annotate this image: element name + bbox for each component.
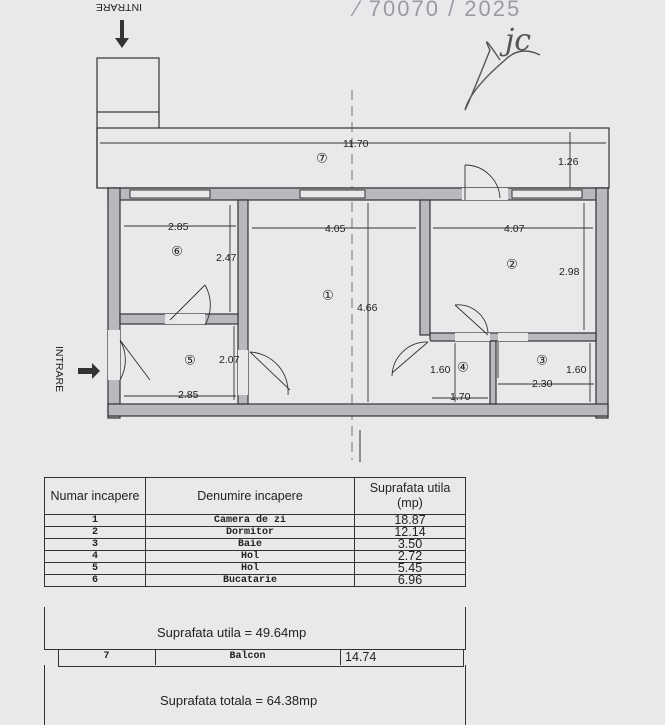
balcony-num: 7 bbox=[103, 651, 110, 662]
row-area: 3.50 bbox=[354, 538, 466, 551]
table-row: 6 Bucatarie 6.96 bbox=[44, 574, 466, 587]
table-row: 2 Dormitor 12.14 bbox=[44, 526, 466, 539]
row-num: 4 bbox=[44, 550, 146, 563]
balcony-outline bbox=[96, 127, 610, 189]
dim-r3-depth: 1.60 bbox=[566, 364, 587, 376]
dim-r6-depth: 2.47 bbox=[216, 252, 237, 264]
table-row: 4 Hol 2.72 bbox=[44, 550, 466, 563]
area-table: Numar incapere Denumire incapere Suprafa… bbox=[44, 477, 466, 587]
row-name: Camera de zi bbox=[145, 514, 355, 527]
signature: jc bbox=[499, 23, 531, 58]
room-number-4: ④ bbox=[457, 360, 469, 375]
row-name: Bucatarie bbox=[145, 574, 355, 587]
row-name: Hol bbox=[145, 562, 355, 575]
dim-r3-width: 2.30 bbox=[532, 378, 553, 390]
row-name: Dormitor bbox=[145, 526, 355, 539]
dim-r4-depth: 1.60 bbox=[430, 364, 451, 376]
dim-r5-depth: 2.07 bbox=[219, 354, 240, 366]
room-number-3: ③ bbox=[536, 353, 548, 368]
signature-stroke bbox=[464, 41, 541, 111]
balcony-area: 14.74 bbox=[345, 650, 377, 664]
dim-total-width: 11.70 bbox=[343, 138, 369, 150]
header-room-area: Suprafata utila (mp) bbox=[354, 477, 466, 515]
floor-plan: ⁄ 70070 / 2025 jc INTRARE INTRARE 11.70 … bbox=[53, 0, 610, 462]
row-area: 18.87 bbox=[354, 514, 466, 527]
room-number-1: ① bbox=[322, 288, 334, 303]
dim-r5-width: 2.85 bbox=[178, 389, 199, 401]
room-number-7: ⑦ bbox=[316, 151, 328, 166]
row-name: Hol bbox=[145, 550, 355, 563]
row-num: 5 bbox=[44, 562, 146, 575]
dim-r4-width: 1.70 bbox=[450, 391, 471, 403]
dim-r1-depth: 4.66 bbox=[357, 302, 378, 314]
header-room-number: Numar incapere bbox=[44, 477, 146, 515]
stair-box bbox=[96, 57, 160, 113]
row-area: 5.45 bbox=[354, 562, 466, 575]
table-row: 5 Hol 5.45 bbox=[44, 562, 466, 575]
entrance-arrow-left-icon bbox=[78, 363, 100, 379]
registration-stamp: ⁄ 70070 / 2025 bbox=[350, 0, 521, 21]
entrance-arrow-top-icon bbox=[115, 20, 129, 48]
row-num: 2 bbox=[44, 526, 146, 539]
dim-r1-width: 4.05 bbox=[325, 223, 346, 235]
dim-r2-depth: 2.98 bbox=[559, 266, 580, 278]
balcony-name: Balcon bbox=[229, 651, 266, 662]
row-num: 3 bbox=[44, 538, 146, 551]
room-number-2: ② bbox=[506, 257, 518, 272]
dim-balcony-depth: 1.26 bbox=[558, 156, 579, 168]
header-room-name: Denumire incapere bbox=[145, 477, 355, 515]
dim-r6-width: 2.85 bbox=[168, 221, 189, 233]
room-number-6: ⑥ bbox=[171, 244, 183, 259]
row-area: 6.96 bbox=[354, 574, 466, 587]
balcony-row bbox=[58, 649, 464, 667]
grand-total-box bbox=[44, 665, 466, 725]
grand-total: Suprafata totala = 64.38mp bbox=[160, 693, 318, 708]
row-num: 6 bbox=[44, 574, 146, 587]
entrance-label-top: INTRARE bbox=[96, 1, 142, 13]
useful-total: Suprafata utila = 49.64mp bbox=[157, 625, 307, 640]
row-name: Baie bbox=[145, 538, 355, 551]
room-number-5: ⑤ bbox=[184, 353, 196, 368]
row-num: 1 bbox=[44, 514, 146, 527]
entrance-label-left: INTRARE bbox=[53, 346, 65, 392]
table-row: 1 Camera de zi 18.87 bbox=[44, 514, 466, 527]
dim-r2-width: 4.07 bbox=[504, 223, 525, 235]
